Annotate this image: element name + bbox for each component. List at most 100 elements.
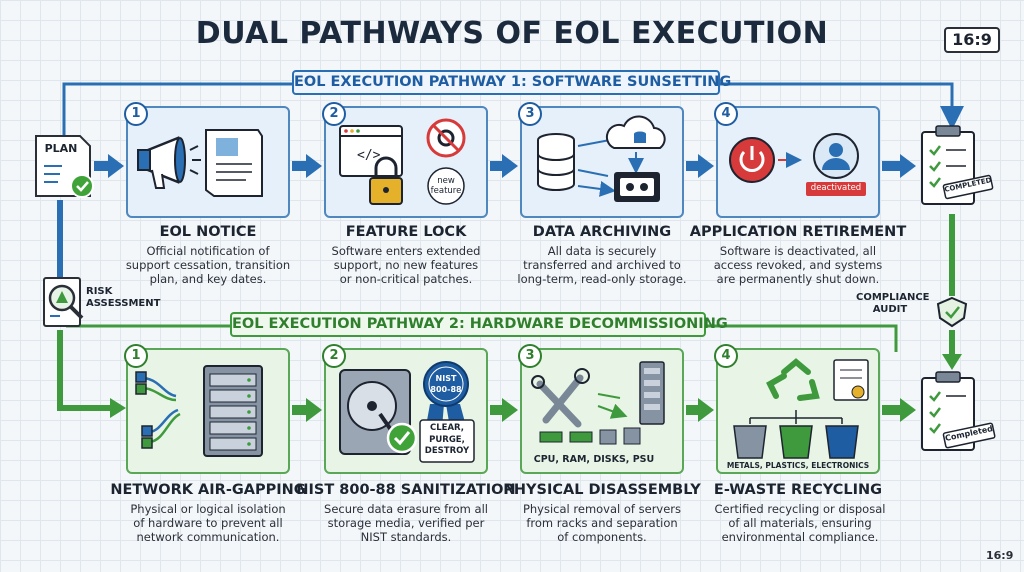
arrow-airgap-to-sanitize [292, 398, 322, 422]
desc-line: plan, and key dates. [149, 272, 267, 286]
desc-line: environmental compliance. [721, 530, 879, 544]
risk-assessment-label: RISK ASSESSMENT [86, 286, 160, 310]
arrow-plan-to-notice [94, 154, 124, 178]
nist-seal-line2: 800-88 [430, 385, 462, 394]
arrow-archive-to-retire [686, 154, 714, 178]
pathway2-arrows [292, 398, 916, 422]
sanitize-methods-label: CLEAR, PURGE, DESTROY [420, 423, 474, 458]
risk-label-line1: RISK [86, 286, 113, 297]
desc-line: are permanently shut down. [716, 272, 880, 286]
arrow-notice-to-lock [292, 154, 322, 178]
desc-line: Software enters extended [331, 244, 481, 258]
step-title-e-waste-recycling: E-WASTE RECYCLING [713, 482, 883, 498]
certificate-icon [833, 359, 869, 401]
step-desc-eol-notice: Official notification of support cessati… [108, 244, 308, 286]
aspect-ratio-corner-label: 16:9 [986, 549, 1014, 562]
arrow-disassemble-to-recycle [686, 398, 714, 422]
desc-line: of components. [557, 530, 647, 544]
step-desc-e-waste-recycling: Certified recycling or disposal of all m… [696, 502, 904, 544]
risk-label-line2: ASSESSMENT [86, 298, 161, 309]
aspect-ratio-badge: 16:9 [944, 27, 1000, 53]
step-title-application-retirement: APPLICATION RETIREMENT [689, 224, 907, 240]
arrow-retire-to-complete [882, 154, 916, 178]
desc-line: Software is deactivated, all [719, 244, 877, 258]
risk-assessment-icon [43, 277, 84, 327]
tools-icon [531, 368, 590, 428]
parts-label: CPU, RAM, DISKS, PSU [533, 454, 655, 465]
user-profile-icon [813, 133, 859, 179]
method-clear: CLEAR, [430, 423, 464, 433]
arrow-recycle-to-complete [882, 398, 916, 422]
step-number-badge: 1 [124, 102, 148, 126]
desc-line: of hardware to prevent all [133, 516, 283, 530]
deactivated-label: deactivated [810, 183, 862, 193]
desc-line: storage media, verified per [327, 516, 485, 530]
arrow-into-bottom-complete [942, 354, 962, 370]
step-desc-feature-lock: Software enters extended support, no new… [306, 244, 506, 286]
desc-line: Physical removal of servers [522, 502, 682, 516]
step-title-physical-disassembly: PHYSICAL DISASSEMBLY [503, 482, 701, 498]
arrow-lock-to-archive [490, 154, 518, 178]
verified-check-icon [386, 422, 418, 454]
bin-connector-lines [749, 410, 843, 424]
database-icon [537, 133, 575, 191]
desc-line: network communication. [136, 530, 280, 544]
nist-seal-label: NIST 800-88 [428, 373, 464, 395]
desc-line: Physical or logical isolation [130, 502, 286, 516]
risk-to-pathway2-line [57, 330, 112, 411]
svg-text:</>: </> [357, 148, 381, 163]
step-desc-nist-sanitization: Secure data erasure from all storage med… [304, 502, 508, 544]
step-number-badge: 3 [518, 344, 542, 368]
desc-line: from racks and separation [526, 516, 678, 530]
new-feature-label: new feature [428, 176, 464, 196]
step-title-feature-lock: FEATURE LOCK [345, 224, 467, 240]
compliance-audit-shield-icon [936, 296, 968, 328]
desc-line: or non-critical patches. [339, 272, 473, 286]
deactivated-badge [806, 182, 866, 196]
step-desc-data-archiving: All data is securely transferred and arc… [502, 244, 702, 286]
megaphone-icon [137, 136, 201, 189]
step-desc-application-retirement: Software is deactivated, all access revo… [698, 244, 898, 286]
compliance-label-line2: AUDIT [872, 304, 908, 315]
data-flow-arrows [577, 139, 610, 190]
step-number-badge: 2 [322, 344, 346, 368]
sanitize-methods-box [419, 419, 475, 463]
step-desc-physical-disassembly: Physical removal of servers from racks a… [500, 502, 704, 544]
pathway2-banner: EOL EXECUTION PATHWAY 2: HARDWARE DECOMM… [230, 312, 728, 337]
compliance-label-line1: COMPLIANCE [856, 292, 930, 303]
cloud-storage-icon [605, 115, 666, 149]
no-new-features-icon [426, 118, 466, 205]
compliance-audit-label: COMPLIANCE AUDIT [856, 292, 930, 316]
nist-seal-icon [423, 361, 469, 428]
pathway1-loop-line [62, 82, 952, 136]
completed-clipboard-icon [921, 125, 994, 205]
desc-line: Secure data erasure from all [324, 502, 488, 516]
step-title-data-archiving: DATA ARCHIVING [532, 224, 672, 240]
completed-clipboard-icon-bottom [921, 371, 996, 451]
recycling-bins-icon [733, 425, 859, 459]
recycle-icon [766, 358, 820, 401]
desc-line: support, no new features [333, 258, 479, 272]
step-number-badge: 4 [714, 344, 738, 368]
method-purge: PURGE, [429, 434, 465, 445]
step-desc-network-air-gapping: Physical or logical isolation of hardwar… [106, 502, 310, 544]
nist-seal-line1: NIST [435, 374, 457, 383]
plan-label: PLAN [44, 142, 78, 155]
pathway1-arrows [94, 154, 916, 178]
step-number-badge: 1 [124, 344, 148, 368]
materials-label: METALS, PLASTICS, ELECTRONICS [726, 461, 870, 470]
step-number-badge: 3 [518, 102, 542, 126]
desc-line: long-term, read-only storage. [517, 272, 687, 286]
code-window-icon: </> [339, 125, 403, 177]
arrow-into-step-air-gapping [110, 398, 126, 418]
notice-document-icon [205, 129, 263, 197]
pathway1-banner: EOL EXECUTION PATHWAY 1: SOFTWARE SUNSET… [292, 70, 731, 95]
desc-line: NIST standards. [360, 530, 452, 544]
new-feature-line2: feature [430, 186, 462, 196]
step-title-nist-sanitization: NIST 800-88 SANITIZATION [296, 482, 516, 498]
plan-document-icon [35, 135, 94, 198]
power-button-icon [729, 137, 775, 183]
desc-line: transferred and archived to [523, 258, 681, 272]
desc-line: access revoked, and systems [713, 258, 883, 272]
desc-line: of all materials, ensuring [728, 516, 872, 530]
